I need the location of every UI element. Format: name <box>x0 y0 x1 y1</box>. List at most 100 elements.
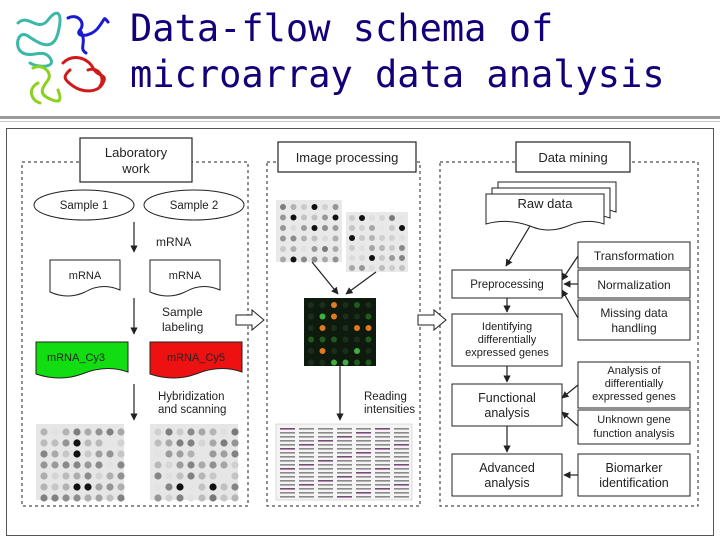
table-cell <box>375 436 390 438</box>
array-spot <box>322 235 328 242</box>
overlay-image <box>304 298 376 366</box>
table-cell <box>299 436 314 438</box>
array-spot <box>280 235 286 242</box>
array-spot <box>165 439 173 447</box>
array-spot <box>399 235 405 241</box>
table-cell <box>356 484 371 486</box>
array-spot <box>331 325 337 331</box>
table-cell <box>394 496 409 498</box>
table-cell <box>394 440 409 442</box>
array-spot <box>40 461 48 469</box>
table-cell <box>356 496 371 498</box>
table-cell <box>356 492 371 494</box>
array-spot <box>365 325 372 331</box>
table-cell <box>375 456 390 458</box>
table-cell <box>318 484 333 486</box>
biomarker-line2: identification <box>599 476 669 490</box>
unknown-gene-box <box>577 409 691 445</box>
scan-image-cy5 <box>150 424 239 502</box>
array-spot <box>106 494 114 502</box>
array-spot <box>389 265 395 271</box>
array-spot <box>106 439 114 447</box>
intensity-table <box>275 423 413 501</box>
table-cell <box>280 464 295 466</box>
array-spot <box>154 472 162 480</box>
array-spot <box>369 225 375 231</box>
array-spot <box>389 255 395 261</box>
table-cell <box>356 440 371 442</box>
array-spot <box>354 325 360 331</box>
table-cell <box>280 440 295 442</box>
table-cell <box>280 488 295 490</box>
array-spot <box>40 450 48 458</box>
table-cell <box>337 472 352 474</box>
table-cell <box>280 476 295 478</box>
functional-box <box>451 383 563 427</box>
array-spot <box>176 461 184 469</box>
table-cell <box>299 484 314 486</box>
array-spot <box>40 439 48 447</box>
array-spot <box>95 450 103 458</box>
array-spot <box>365 336 372 343</box>
array-spot <box>331 348 337 354</box>
table-cell <box>356 436 371 438</box>
ident-line1: Identifying <box>482 321 532 333</box>
array-spot <box>51 450 59 458</box>
table-cell <box>394 428 409 430</box>
array-spot <box>308 325 314 331</box>
array-spot <box>165 472 173 480</box>
unknown-line1: Unknown gene <box>597 414 670 426</box>
array-spot <box>165 450 173 458</box>
array-spot <box>342 348 349 354</box>
array-spot <box>379 215 385 221</box>
array-spot <box>301 225 307 231</box>
array-spot <box>349 215 355 221</box>
table-cell <box>299 440 314 442</box>
array-spot <box>51 461 59 469</box>
array-spot <box>62 428 70 436</box>
image-scan-2 <box>346 212 408 272</box>
array-spot <box>209 450 217 458</box>
array-spot <box>51 483 59 491</box>
table-cell <box>375 464 390 466</box>
array-spot <box>311 246 318 252</box>
array-spot <box>308 336 314 343</box>
table-cell <box>394 432 409 434</box>
table-cell <box>318 448 333 450</box>
mrna-doc-1 <box>49 259 121 297</box>
array-spot <box>51 494 59 502</box>
array-spot <box>322 225 328 231</box>
array-spot <box>95 483 103 491</box>
biomarker-box <box>577 453 691 497</box>
array-spot <box>176 439 184 447</box>
array-spot <box>198 483 206 491</box>
table-cell <box>356 488 371 490</box>
array-spot <box>354 336 360 343</box>
table-cell <box>280 456 295 458</box>
table-cell <box>280 492 295 494</box>
table-cell <box>318 492 333 494</box>
table-cell <box>375 468 390 470</box>
table-cell <box>337 468 352 470</box>
table-cell <box>280 432 295 434</box>
table-cell <box>280 460 295 462</box>
identifying-box <box>451 313 563 367</box>
array-spot <box>354 348 360 354</box>
image-header-box <box>277 141 417 173</box>
array-spot <box>165 494 173 502</box>
array-spot <box>365 348 372 354</box>
ident-line3: expressed genes <box>465 347 549 359</box>
sample1-label: Sample 1 <box>60 200 109 212</box>
mining-header: Data mining <box>538 150 607 165</box>
table-cell <box>318 456 333 458</box>
functional-line1: Functional <box>478 391 536 405</box>
array-spot <box>209 494 217 502</box>
slide-title: Data-flow schema of microarray data anal… <box>130 6 710 98</box>
table-cell <box>337 436 352 438</box>
table-cell <box>375 440 390 442</box>
advanced-line1: Advanced <box>479 461 535 475</box>
analysis-line2: differentially <box>605 378 664 390</box>
table-cell <box>375 496 390 498</box>
array-spot <box>117 439 125 447</box>
table-cell <box>375 492 390 494</box>
